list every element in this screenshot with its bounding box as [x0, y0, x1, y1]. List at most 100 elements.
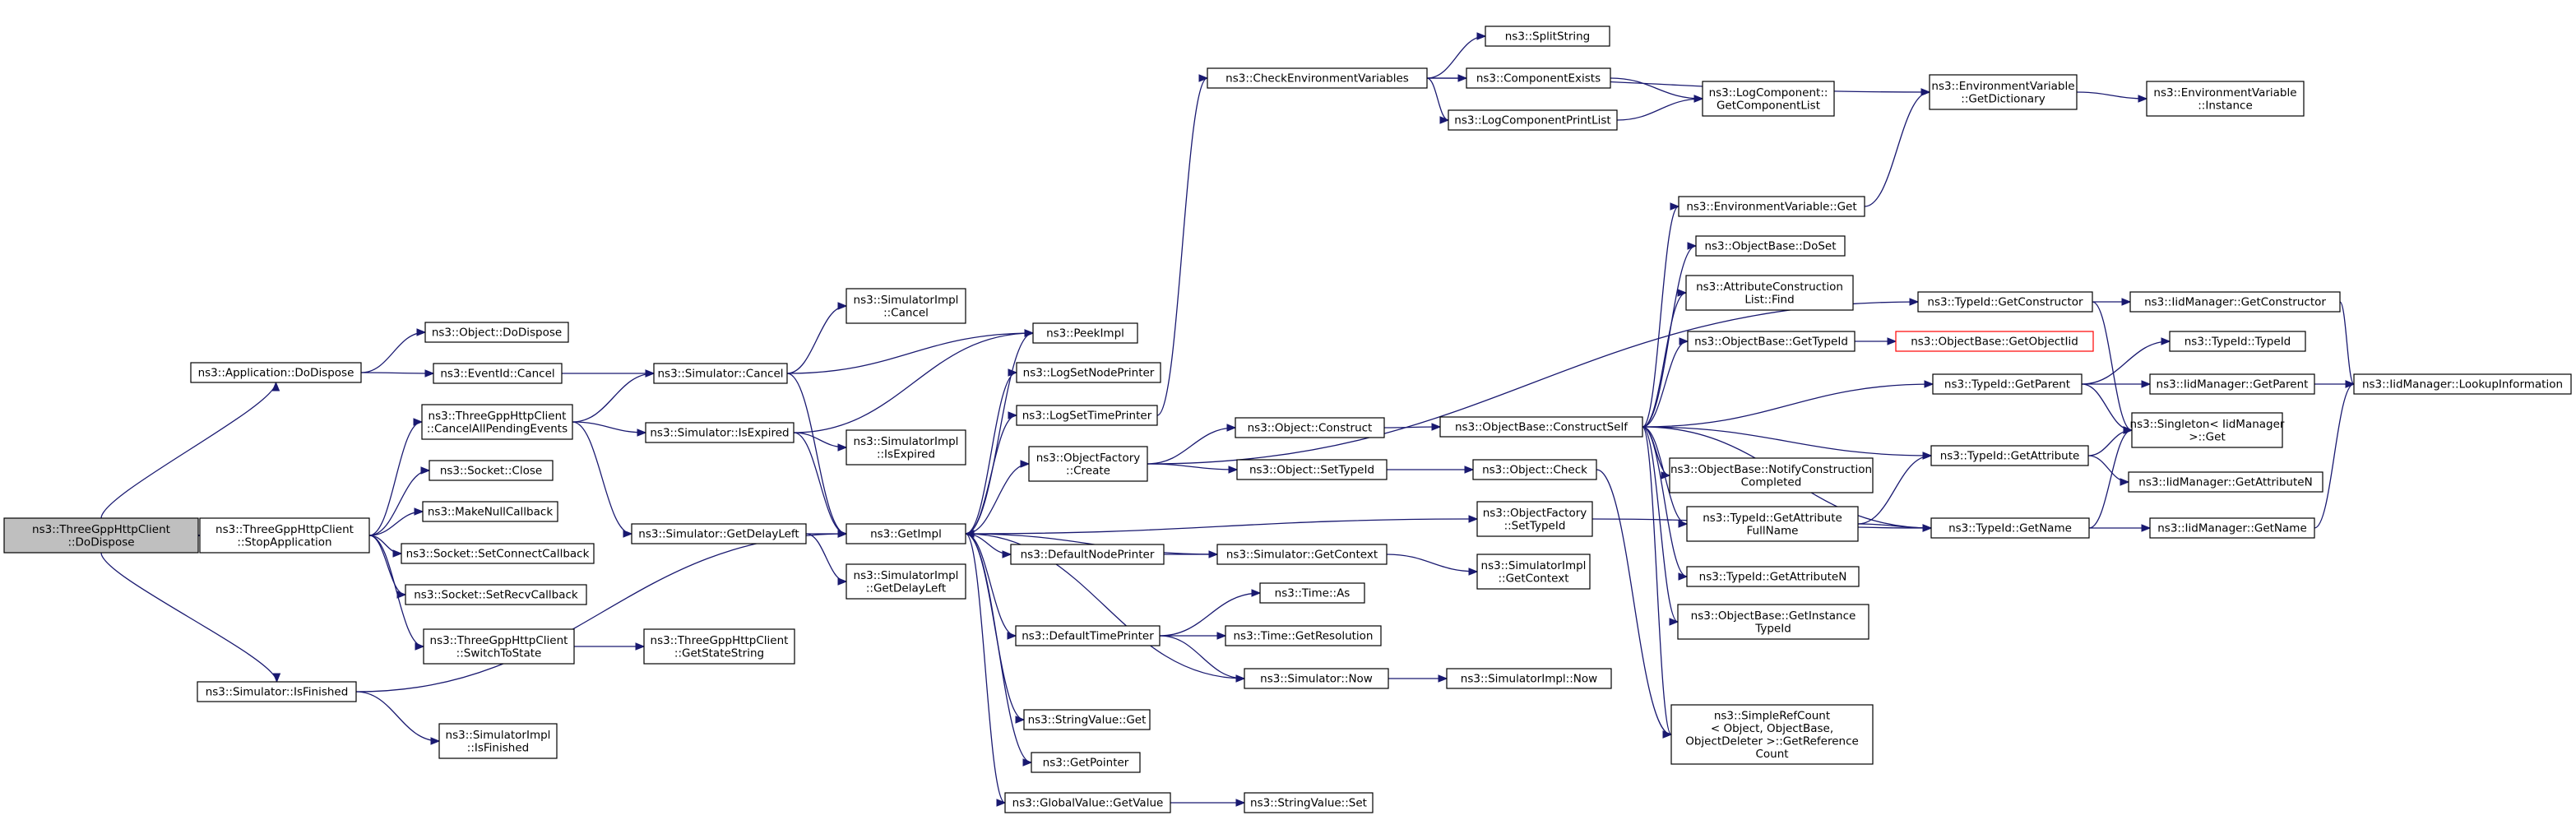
node-simimpl-cancel[interactable]: ns3::SimulatorImpl::Cancel [846, 288, 966, 324]
node-envvar-instance[interactable]: ns3::EnvironmentVariable::Instance [2146, 81, 2305, 117]
node-getcomponentlist[interactable]: ns3::LogComponent::GetComponentList [1702, 81, 1835, 117]
node-simimpl-isfinished[interactable]: ns3::SimulatorImpl::IsFinished [438, 723, 558, 759]
node-peekimpl[interactable]: ns3::PeekImpl [1032, 322, 1138, 344]
node-time-as[interactable]: ns3::Time::As [1259, 582, 1365, 604]
node-iidmgr-lookupinfo[interactable]: ns3::IidManager::LookupInformation [2353, 373, 2572, 395]
node-typeid-typeid[interactable]: ns3::TypeId::TypeId [2169, 331, 2306, 352]
call-edge-sim_cancel-to-getimpl [786, 373, 848, 538]
node-eventid-cancel[interactable]: ns3::EventId::Cancel [433, 363, 563, 384]
node-iidmgr-getname[interactable]: ns3::IidManager::GetName [2149, 517, 2315, 539]
node-obj-check[interactable]: ns3::Object::Check [1472, 459, 1597, 480]
node-switchtostate[interactable]: ns3::ThreeGppHttpClient::SwitchToState [423, 628, 575, 665]
call-edge-root-to-isfinished [100, 552, 281, 683]
node-label: ns3::IidManager::LookupInformation [2362, 378, 2563, 391]
call-edge-getimpl-to-getpointer [965, 533, 1033, 767]
node-sim-cancel[interactable]: ns3::Simulator::Cancel [653, 363, 788, 384]
node-componentexists[interactable]: ns3::ComponentExists [1466, 67, 1611, 89]
node-singleton-get[interactable]: ns3::Singleton< IidManager>::Get [2130, 412, 2285, 448]
node-objbase-doset[interactable]: ns3::ObjectBase::DoSet [1695, 235, 1846, 257]
node-label: ns3::GlobalValue::GetValue [1012, 797, 1164, 810]
node-stringvalue-get[interactable]: ns3::StringValue::Get [1023, 709, 1151, 730]
node-defaulttimeprinter[interactable]: ns3::DefaultTimePrinter [1015, 625, 1161, 646]
node-simimpl-now[interactable]: ns3::SimulatorImpl::Now [1446, 668, 1612, 689]
call-edge-typeid_getconstructor-to-singleton_get [2092, 301, 2134, 434]
node-label: ::CancelAllPendingEvents [427, 422, 568, 435]
node-sim-isexpired[interactable]: ns3::Simulator::IsExpired [645, 422, 795, 443]
node-setconnectcallback[interactable]: ns3::Socket::SetConnectCallback [401, 543, 595, 564]
node-constructself[interactable]: ns3::ObjectBase::ConstructSelf [1439, 416, 1643, 438]
call-edge-getimpl-to-logsetnodeprinter [965, 368, 1018, 535]
node-stringvalue-set[interactable]: ns3::StringValue::Set [1244, 792, 1374, 813]
node-label: ns3::StringValue::Set [1250, 797, 1367, 810]
node-label: ns3::TypeId::GetName [1948, 522, 2072, 535]
node-time-getresolution[interactable]: ns3::Time::GetResolution [1225, 625, 1382, 646]
node-sim-getcontext[interactable]: ns3::Simulator::GetContext [1216, 544, 1388, 565]
node-simimpl-getdelayleft[interactable]: ns3::SimulatorImpl::GetDelayLeft [846, 563, 966, 600]
node-typeid-getname[interactable]: ns3::TypeId::GetName [1930, 517, 2090, 539]
node-defaultnodeprinter[interactable]: ns3::DefaultNodePrinter [1010, 544, 1165, 565]
node-typeid-getattribute[interactable]: ns3::TypeId::GetAttribute [1930, 445, 2089, 466]
node-obj-dodispose[interactable]: ns3::Object::DoDispose [424, 322, 569, 343]
node-label: GetComponentList [1717, 99, 1820, 112]
node-label: ns3::LogSetNodePrinter [1023, 367, 1155, 380]
node-label: ::IsExpired [877, 447, 935, 461]
call-edge-globalvalue_getvalue-to-stringvalue_set [1170, 799, 1246, 807]
node-getimpl[interactable]: ns3::GetImpl [846, 523, 966, 544]
node-simimpl-isexpired[interactable]: ns3::SimulatorImpl::IsExpired [846, 429, 966, 466]
node-label: ns3::GetPointer [1043, 757, 1129, 770]
node-label: ns3::SimulatorImpl [1481, 559, 1587, 572]
node-label: ns3::Simulator::IsExpired [650, 427, 789, 440]
node-globalvalue-getvalue[interactable]: ns3::GlobalValue::GetValue [1004, 792, 1171, 813]
node-label: ns3::SimpleRefCount [1714, 709, 1830, 722]
node-typeid-getattrn[interactable]: ns3::TypeId::GetAttributeN [1686, 566, 1860, 587]
node-label: ::Create [1066, 464, 1110, 477]
node-objfactory-settypeid[interactable]: ns3::ObjectFactory::SetTypeId [1476, 501, 1593, 537]
node-objbase-getobjectiid[interactable]: ns3::ObjectBase::GetObjectIid [1895, 331, 2094, 352]
node-isfinished[interactable]: ns3::Simulator::IsFinished [197, 681, 357, 702]
node-simimpl-getcontext[interactable]: ns3::SimulatorImpl::GetContext [1476, 554, 1591, 590]
call-edge-getimpl-to-globalvalue_getvalue [965, 533, 1007, 807]
node-label: ns3::ComponentExists [1476, 72, 1601, 86]
node-logsettimeprinter[interactable]: ns3::LogSetTimePrinter [1016, 405, 1158, 426]
call-edge-iidmgr_getname-to-iidmgr_lookupinfo [2314, 380, 2356, 529]
node-iidmgr-getparent[interactable]: ns3::IidManager::GetParent [2149, 373, 2315, 395]
node-label: ns3::EnvironmentVariable [2153, 86, 2296, 100]
node-envvar-getdict[interactable]: ns3::EnvironmentVariable::GetDictionary [1929, 74, 2078, 110]
node-label: ::SwitchToState [456, 646, 542, 660]
node-obj-construct[interactable]: ns3::Object::Construct [1235, 417, 1385, 438]
call-edge-app_dodispose-to-eventid_cancel [360, 369, 435, 378]
node-objfactory-create[interactable]: ns3::ObjectFactory::Create [1028, 446, 1148, 482]
node-typeid-getparent[interactable]: ns3::TypeId::GetParent [1932, 373, 2083, 395]
node-splitstring[interactable]: ns3::SplitString [1485, 25, 1610, 47]
node-socket-close[interactable]: ns3::Socket::Close [429, 460, 554, 481]
call-edge-getimpl-to-logsettimeprinter [965, 411, 1018, 535]
node-iidmgr-getconstructor[interactable]: ns3::IidManager::GetConstructor [2129, 291, 2341, 313]
node-iidmgr-getattrn[interactable]: ns3::IidManager::GetAttributeN [2128, 471, 2323, 493]
node-logcomponentprintlist[interactable]: ns3::LogComponentPrintList [1448, 109, 1618, 131]
node-app-dodispose[interactable]: ns3::Application::DoDispose [190, 362, 362, 383]
node-label: ns3::Socket::Close [440, 465, 542, 478]
node-objbase-gettypeid[interactable]: ns3::ObjectBase::GetTypeId [1687, 331, 1856, 352]
node-getpointer[interactable]: ns3::GetPointer [1031, 752, 1141, 773]
node-cancelallpending[interactable]: ns3::ThreeGppHttpClient::CancelAllPendin… [421, 404, 573, 440]
node-label: FullName [1747, 524, 1799, 537]
node-setrecvcallback[interactable]: ns3::Socket::SetRecvCallback [405, 584, 587, 605]
node-getstatestring[interactable]: ns3::ThreeGppHttpClient::GetStateString [643, 628, 795, 665]
node-simplerefcount[interactable]: ns3::SimpleRefCount< Object, ObjectBase,… [1670, 704, 1874, 765]
node-checkenv[interactable]: ns3::CheckEnvironmentVariables [1207, 67, 1428, 89]
call-edges [100, 32, 2356, 807]
node-makenullcallback[interactable]: ns3::MakeNullCallback [422, 501, 558, 522]
node-envvar-get[interactable]: ns3::EnvironmentVariable::Get [1678, 196, 1865, 217]
node-stopapp[interactable]: ns3::ThreeGppHttpClient::StopApplication [199, 517, 370, 554]
node-logsetnodeprinter[interactable]: ns3::LogSetNodePrinter [1016, 362, 1161, 383]
node-sim-now[interactable]: ns3::Simulator::Now [1244, 668, 1389, 689]
node-notifyconstruction[interactable]: ns3::ObjectBase::NotifyConstructionCompl… [1669, 457, 1874, 493]
node-label: ns3::SimulatorImpl::Now [1461, 673, 1597, 686]
node-obj-settypeid[interactable]: ns3::Object::SetTypeId [1236, 459, 1388, 480]
node-typeid-getconstructor[interactable]: ns3::TypeId::GetConstructor [1917, 291, 2093, 313]
node-label: ns3::PeekImpl [1046, 327, 1124, 341]
node-sim-getdelayleft[interactable]: ns3::Simulator::GetDelayLeft [631, 523, 807, 544]
